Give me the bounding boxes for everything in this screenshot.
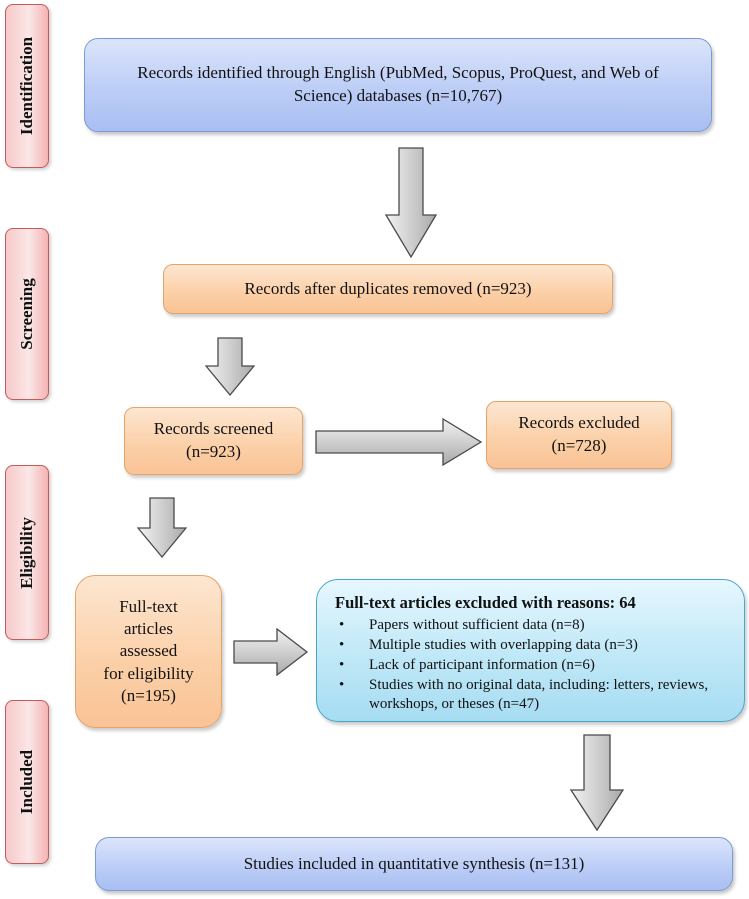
stage-included-label: Included [17, 749, 36, 815]
duplicates-removed-box: Records after duplicates removed (n=923) [163, 264, 613, 314]
stage-screening-label: Screening [17, 278, 36, 350]
full-text-excluded-title: Full-text articles excluded with reasons… [335, 593, 636, 612]
exclusion-reason: Papers without sufficient data (n=8) [335, 616, 730, 636]
studies-included-box: Studies included in quantitative synthes… [95, 837, 733, 891]
full-text-assessed-box: Full-text articles assessed for eligibil… [75, 575, 222, 728]
records-identified-text: Records identified through English (PubM… [137, 63, 659, 105]
exclusion-reason: Multiple studies with overlapping data (… [335, 636, 730, 656]
duplicates-removed-text: Records after duplicates removed (n=923) [244, 278, 532, 298]
stage-identification: Identification [5, 4, 49, 168]
down-arrow-icon [205, 337, 255, 397]
down-arrow-icon [569, 734, 625, 832]
exclusion-reason: Lack of participant information (n=6) [335, 656, 730, 676]
full-text-assessed-text: Full-text articles assessed for eligibil… [103, 597, 194, 705]
exclusion-reasons-list: Papers without sufficient data (n=8) Mul… [335, 616, 730, 715]
studies-included-text: Studies included in quantitative synthes… [243, 853, 585, 873]
records-screened-text: Records screened (n=923) [153, 419, 274, 461]
full-text-excluded-box: Full-text articles excluded with reasons… [316, 579, 745, 722]
stage-eligibility-label: Eligibility [17, 516, 36, 589]
stage-included: Included [5, 700, 49, 864]
records-screened-box: Records screened (n=923) [124, 407, 303, 475]
down-arrow-icon [137, 497, 187, 559]
exclusion-reason: Studies with no original data, including… [335, 676, 730, 716]
records-excluded-text: Records excluded (n=728) [518, 413, 640, 455]
down-arrow-icon [385, 147, 437, 259]
right-arrow-icon [233, 628, 309, 676]
stage-identification-label: Identification [17, 36, 36, 136]
right-arrow-icon [315, 418, 483, 466]
records-identified-box: Records identified through English (PubM… [84, 38, 712, 132]
stage-eligibility: Eligibility [5, 465, 49, 640]
records-excluded-box: Records excluded (n=728) [486, 401, 672, 469]
stage-screening: Screening [5, 228, 49, 400]
